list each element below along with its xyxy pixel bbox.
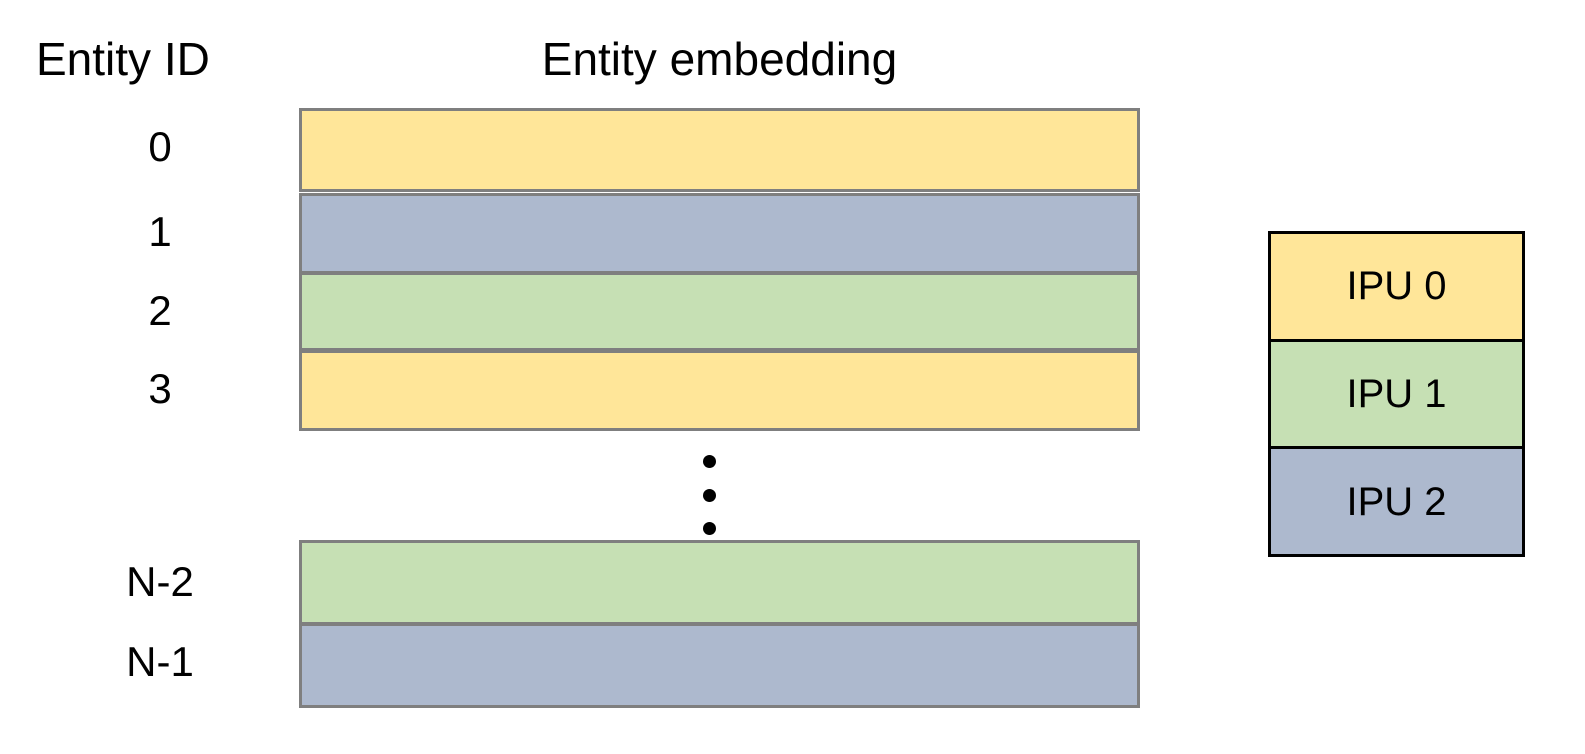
vertical-ellipsis-icon [700, 455, 718, 535]
legend-label-ipu-1: IPU 1 [1346, 372, 1447, 416]
ipu-legend: IPU 0 IPU 1 IPU 2 [1268, 231, 1525, 557]
legend-item-ipu-0: IPU 0 [1271, 234, 1522, 339]
row-label-1: 1 [148, 208, 172, 255]
embedding-bar-row-3 [299, 350, 1140, 431]
embedding-bar-row-n-2 [299, 540, 1140, 625]
embedding-bar-row-0 [299, 108, 1140, 192]
ellipsis-dot [702, 455, 716, 468]
row-label-n-2: N-2 [126, 558, 194, 605]
embedding-bar-row-2 [299, 272, 1140, 351]
legend-label-ipu-0: IPU 0 [1346, 264, 1447, 309]
legend-item-ipu-1: IPU 1 [1271, 338, 1522, 447]
ellipsis-dot [702, 522, 716, 535]
entity-embedding-column-header: Entity embedding [541, 33, 898, 85]
ellipsis-dot [702, 488, 716, 502]
legend-item-ipu-2: IPU 2 [1271, 446, 1522, 555]
entity-id-column-header: Entity ID [36, 33, 210, 85]
row-label-2: 2 [148, 287, 172, 334]
row-label-n-1: N-1 [126, 638, 194, 685]
embedding-bar-row-n-1 [299, 623, 1140, 708]
row-label-3: 3 [148, 365, 172, 412]
row-label-0: 0 [148, 123, 172, 170]
embedding-bar-row-1 [299, 193, 1140, 274]
legend-label-ipu-2: IPU 2 [1346, 479, 1447, 524]
